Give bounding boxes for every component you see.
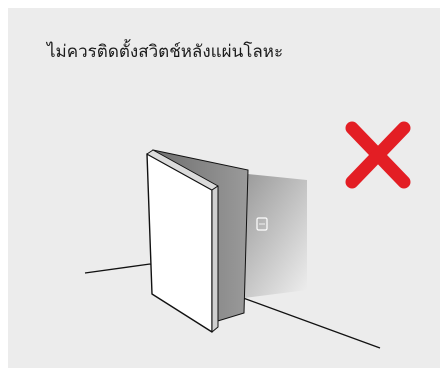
door-icon xyxy=(147,150,248,332)
cross-mark-icon xyxy=(352,128,404,182)
